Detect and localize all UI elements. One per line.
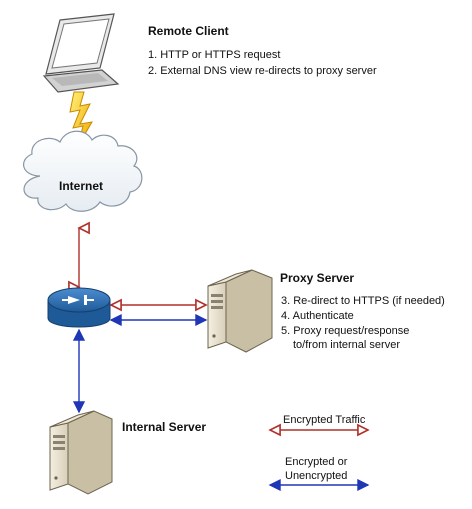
internet-cloud-icon — [23, 130, 143, 212]
internal-server-title: Internal Server — [122, 420, 206, 434]
legend-encrypted-label: Encrypted Traffic — [283, 414, 366, 426]
proxy-step-5-cont: to/from internal server — [293, 339, 400, 351]
proxy-server-icon — [207, 269, 273, 353]
remote-client-step-2: 2. External DNS view re-directs to proxy… — [148, 65, 377, 77]
remote-client-step-1: 1. HTTP or HTTPS request — [148, 49, 280, 61]
proxy-step-5: 5. Proxy request/response — [281, 325, 409, 337]
proxy-server-title: Proxy Server — [280, 271, 354, 285]
legend-mixed-label-2: Unencrypted — [285, 470, 347, 482]
legend-mixed-label-1: Encrypted or — [285, 456, 348, 468]
laptop-icon — [42, 13, 120, 93]
internet-label: Internet — [59, 179, 103, 193]
proxy-step-4: 4. Authenticate — [281, 310, 354, 322]
internal-server-icon — [49, 410, 113, 495]
router-icon — [47, 287, 111, 328]
proxy-step-3: 3. Re-direct to HTTPS (if needed) — [281, 295, 445, 307]
remote-client-title: Remote Client — [148, 24, 229, 38]
